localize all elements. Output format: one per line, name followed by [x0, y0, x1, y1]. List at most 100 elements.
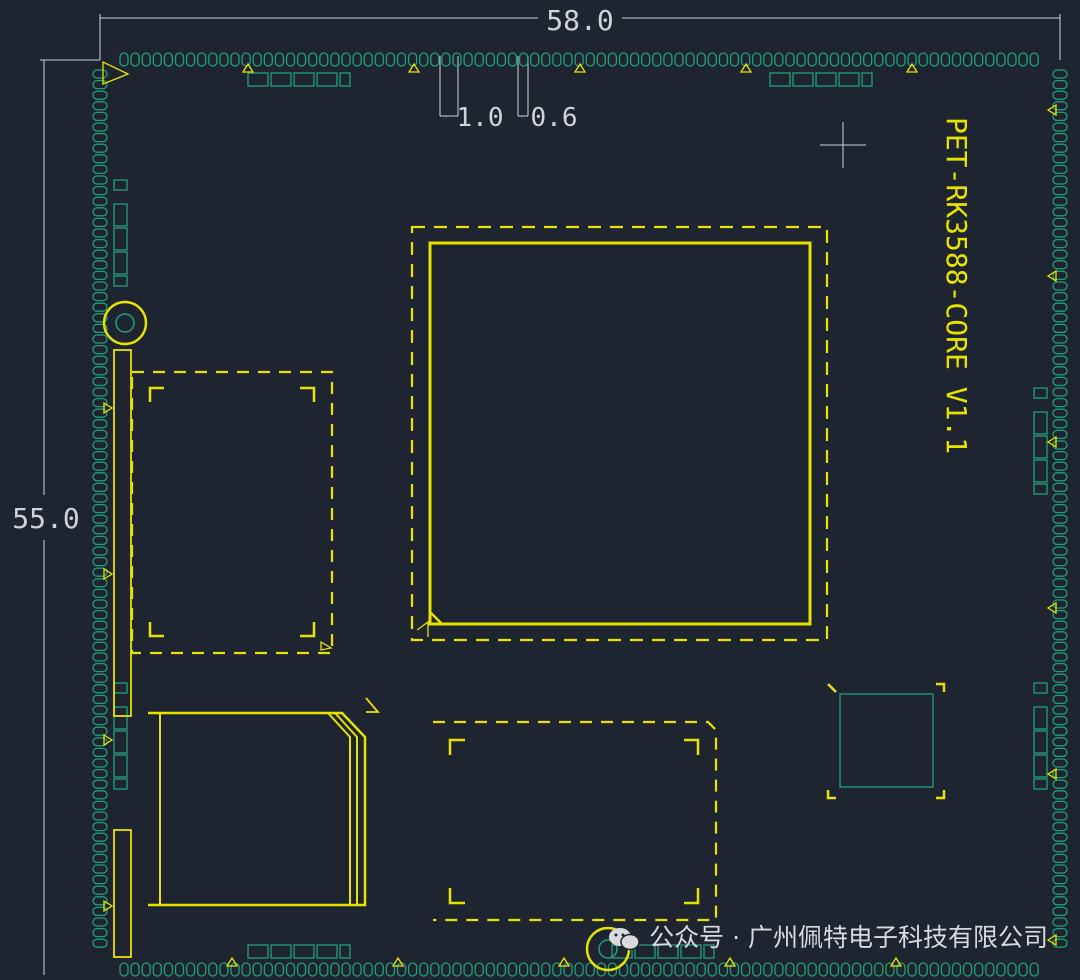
memory-footprint-bottom [433, 720, 718, 922]
pad-top [285, 52, 296, 67]
pad-right [1052, 832, 1068, 842]
pad-right [1052, 673, 1068, 683]
pad-right [1052, 196, 1068, 206]
pad-left [92, 832, 108, 842]
pad-bottom [208, 962, 218, 977]
pad-bottom [851, 962, 862, 977]
pad-left [92, 429, 108, 440]
pad-bottom [507, 962, 518, 977]
pad-right [1052, 344, 1068, 355]
marker-triangle [573, 62, 587, 73]
pad-top [874, 52, 884, 67]
dimension-width-label: 58.0 [546, 4, 613, 37]
pad-bottom [485, 962, 495, 977]
wechat-icon [609, 928, 640, 951]
pad-bottom [1029, 962, 1039, 977]
pad-left [92, 578, 108, 588]
pad-right [1052, 291, 1068, 302]
pad-bottom [530, 962, 540, 977]
pad-left [92, 366, 108, 376]
pad-right [1052, 662, 1068, 673]
pad-left [92, 154, 108, 164]
pad-top [119, 52, 129, 67]
pad-right [1052, 217, 1068, 228]
pad-right [1052, 588, 1068, 599]
pad-top [896, 52, 906, 67]
passive-pad [792, 72, 814, 87]
pad-top [308, 52, 318, 67]
pad-bottom [152, 962, 162, 977]
pad-top [274, 52, 285, 67]
pad-right [1052, 185, 1068, 196]
pad-top [518, 52, 529, 67]
pad-top [962, 52, 973, 67]
pad-top [319, 52, 329, 67]
pad-left [92, 79, 108, 90]
pad-bottom [740, 962, 751, 977]
pad-bottom [163, 962, 174, 977]
pad-bottom [774, 962, 784, 977]
pad-right [1052, 768, 1068, 779]
passive-pad [634, 944, 656, 959]
pad-right [1052, 419, 1068, 429]
pad-top [419, 52, 429, 67]
pad-bottom [840, 962, 851, 977]
marker-triangle [103, 899, 114, 913]
pad-right [1052, 302, 1068, 312]
pad-top [752, 52, 762, 67]
pad-top [829, 52, 840, 67]
pad-left [92, 419, 108, 429]
pad-top [407, 52, 418, 67]
pad-top [130, 52, 140, 67]
pad-top [174, 52, 185, 67]
pad-left [92, 768, 108, 779]
pad-bottom [652, 962, 662, 977]
pad-bottom [230, 962, 240, 977]
pad-right [1052, 641, 1068, 652]
marker-triangle [391, 956, 405, 967]
pad-top [840, 52, 851, 67]
pad-right [1052, 90, 1068, 100]
marker-triangle [1046, 103, 1057, 117]
pad-left [92, 599, 108, 609]
pad-bottom [574, 962, 584, 977]
pad-bottom [274, 962, 285, 977]
pad-right [1052, 122, 1068, 132]
pad-right [1052, 281, 1068, 291]
passive-pad [838, 72, 860, 87]
pad-left [92, 525, 108, 535]
pad-left [92, 450, 108, 461]
pad-right [1052, 567, 1068, 577]
marker-triangle [1046, 933, 1057, 947]
pad-left [92, 228, 108, 238]
marker-triangle [241, 62, 255, 73]
pad-bottom [974, 962, 984, 977]
pad-right [1052, 313, 1068, 323]
pad-bottom [641, 962, 651, 977]
passive-pad [657, 944, 679, 959]
pad-left [92, 397, 108, 408]
pad-left [92, 885, 108, 895]
pad-right [1052, 154, 1068, 164]
pad-left [92, 927, 108, 938]
pad-top [618, 52, 629, 67]
pad-right [1052, 228, 1068, 238]
passive-pad [270, 72, 292, 87]
passive-pad [113, 251, 128, 275]
pad-left [92, 790, 108, 800]
pad-right [1052, 546, 1068, 556]
pad-top [729, 52, 740, 67]
pad-right [1052, 853, 1068, 864]
passive-pad [113, 730, 128, 754]
pad-left [92, 546, 108, 556]
pad-top [296, 52, 307, 67]
pad-right [1052, 609, 1068, 620]
pad-top [563, 52, 573, 67]
pad-right [1052, 620, 1068, 630]
pad-top [1029, 52, 1039, 67]
pad-top [152, 52, 162, 67]
pad-right [1052, 450, 1068, 461]
pad-right [1052, 207, 1068, 217]
pad-bottom [1018, 962, 1028, 977]
pad-bottom [951, 962, 962, 977]
